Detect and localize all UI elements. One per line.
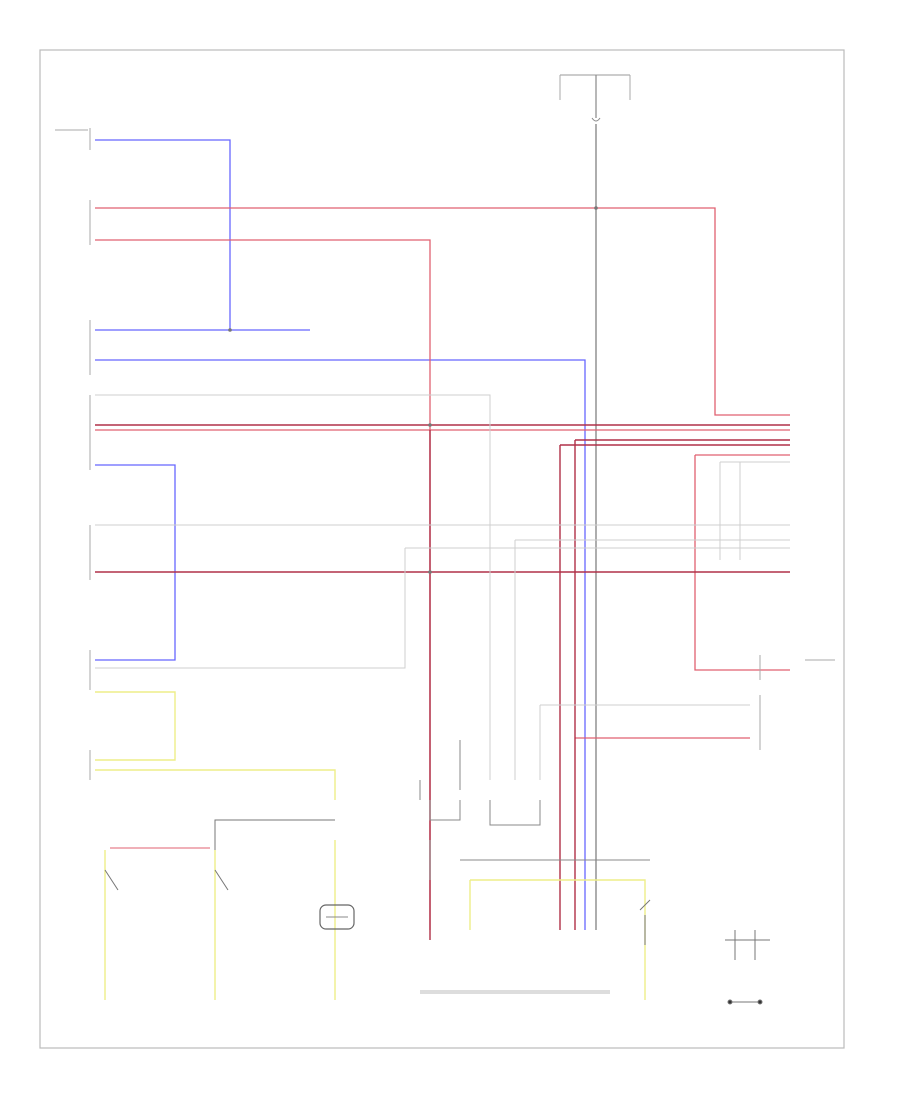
right-connector-stubs (759, 655, 835, 750)
yellow-wires (95, 691, 646, 1000)
splice-points (228, 206, 598, 574)
small-module (319, 904, 355, 930)
left-connector-stubs (55, 128, 91, 780)
right-switch-ground (639, 899, 770, 1005)
switch-symbols (104, 819, 335, 891)
red-wires (95, 207, 790, 930)
center-module-wiring (419, 740, 650, 994)
top-power-source (559, 74, 631, 930)
diagram-frame (39, 49, 845, 1049)
dark-red-wires (95, 424, 790, 940)
gray-wires (95, 394, 790, 780)
blue-wires (95, 139, 586, 930)
